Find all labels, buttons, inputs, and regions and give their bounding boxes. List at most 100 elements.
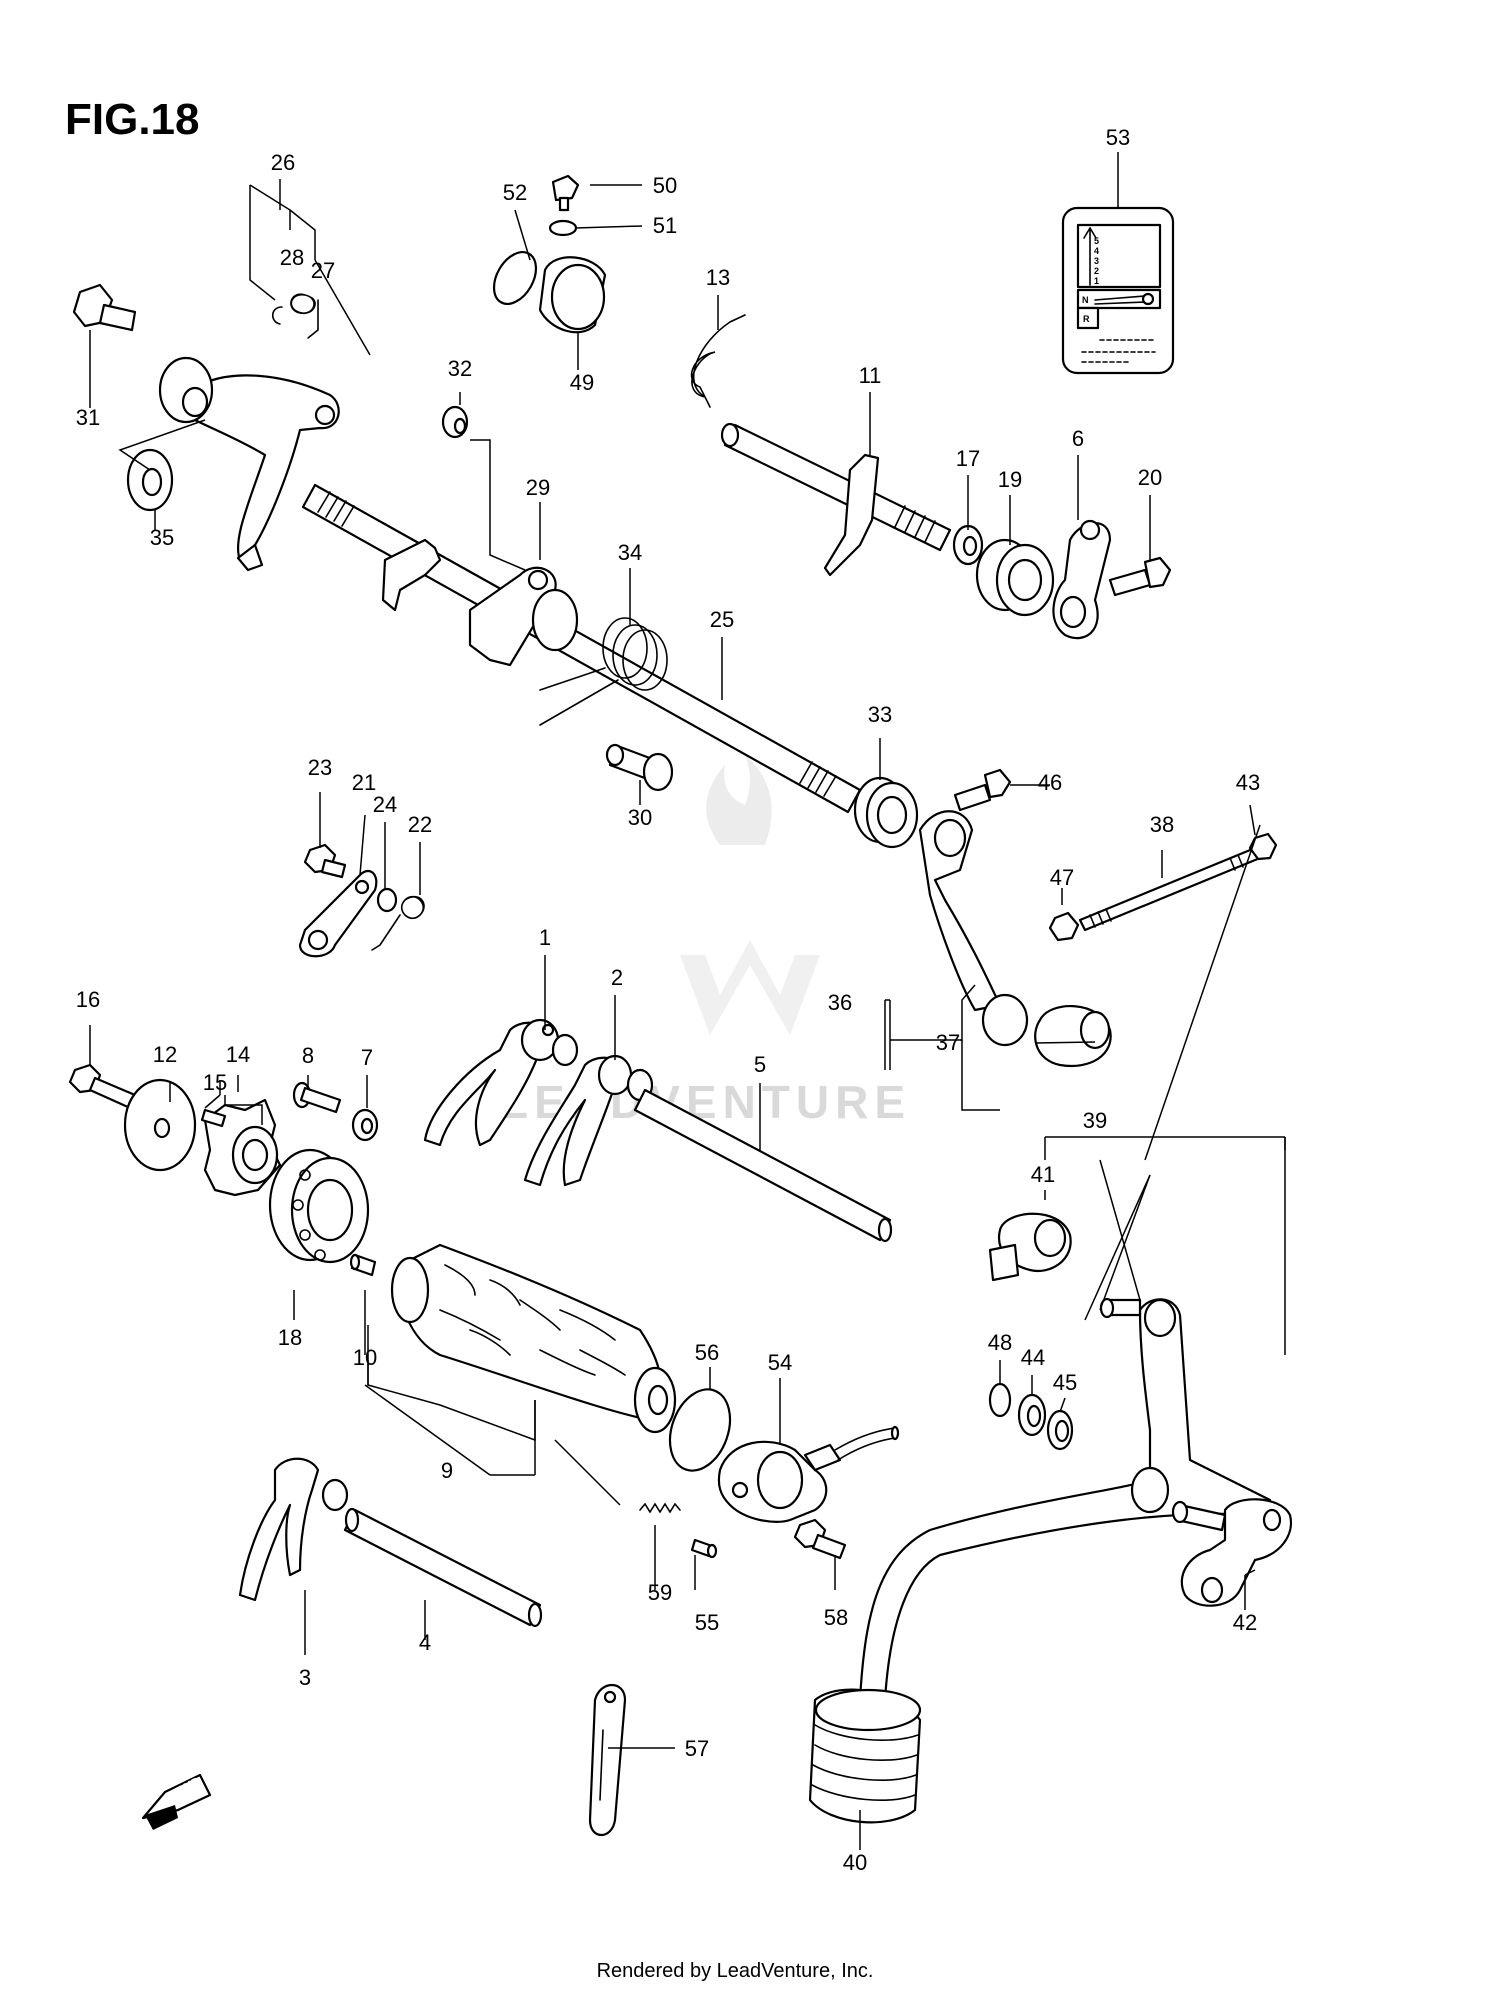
callout-53: 53 [1106, 125, 1130, 150]
fork-shaft-4 [343, 1507, 543, 1628]
bolt-58 [793, 1518, 847, 1560]
return-spring-34 [539, 617, 668, 726]
svg-text:2: 2 [1094, 266, 1099, 276]
callout-15: 15 [203, 1070, 227, 1095]
callout-25: 25 [710, 607, 734, 632]
bolt-46 [953, 768, 1012, 812]
svg-text:N: N [1082, 295, 1089, 305]
shift-fork-2 [523, 1054, 654, 1187]
callout-57: 57 [685, 1736, 709, 1761]
shift-arm-6 [1052, 519, 1112, 640]
seal-32 [441, 405, 469, 439]
plate-12 [123, 1078, 197, 1172]
callout-18: 18 [278, 1325, 302, 1350]
callout-1: 1 [539, 925, 551, 950]
leadventure-watermark-logo [680, 755, 820, 1035]
callout-34: 34 [618, 540, 642, 565]
callout-39: 39 [1083, 1108, 1107, 1133]
render-credit: Rendered by LeadVenture, Inc. [597, 1960, 874, 1982]
callout-numbers: 1 2 3 4 5 6 7 8 9 10 11 12 13 14 15 16 1… [76, 125, 1260, 1875]
pin-10 [349, 1253, 377, 1277]
callout-17: 17 [956, 446, 980, 471]
callout-44: 44 [1021, 1345, 1045, 1370]
bearing-18 [268, 1148, 370, 1264]
callout-52: 52 [503, 180, 527, 205]
washer-24 [376, 887, 398, 913]
callout-58: 58 [824, 1605, 848, 1630]
pivot-bolt-39 [1099, 1297, 1142, 1319]
o-ring-52 [492, 251, 538, 305]
spring-59 [639, 1502, 681, 1514]
callout-30: 30 [628, 805, 652, 830]
gearshift-shaft [301, 483, 862, 814]
spring-13 [690, 314, 746, 408]
callout-32: 32 [448, 356, 472, 381]
callout-43: 43 [1236, 770, 1260, 795]
callout-37: 37 [936, 1030, 960, 1055]
bolt-50 [551, 174, 580, 212]
callout-51: 51 [653, 213, 677, 238]
callout-12: 12 [153, 1042, 177, 1067]
callout-22: 22 [408, 812, 432, 837]
svg-text:4: 4 [1094, 246, 1099, 256]
bolt-23-shank [320, 858, 347, 879]
forward-direction-arrow: FWD [141, 1774, 212, 1830]
callout-40: 40 [843, 1850, 867, 1875]
callout-23: 23 [308, 755, 332, 780]
fork-shaft-5 [633, 1088, 893, 1243]
callout-27: 27 [311, 258, 335, 283]
callout-41: 41 [1031, 1162, 1055, 1187]
gear-position-switch-54 [717, 1425, 900, 1523]
callout-42: 42 [1233, 1610, 1257, 1635]
callout-29: 29 [526, 475, 550, 500]
bolt-20 [1108, 556, 1172, 597]
callout-48: 48 [988, 1330, 1012, 1355]
callout-47: 47 [1050, 865, 1074, 890]
callout-4: 4 [419, 1630, 431, 1655]
callout-13: 13 [706, 265, 730, 290]
spring-27 [290, 293, 319, 339]
gearshift-arm-lever [158, 356, 340, 572]
cable-guide-57 [588, 1684, 627, 1837]
callout-16: 16 [76, 987, 100, 1012]
callout-35: 35 [150, 525, 174, 550]
svg-text:1: 1 [1094, 276, 1099, 286]
callout-46: 46 [1038, 770, 1062, 795]
bolt-31 [72, 283, 137, 332]
footpeg-bracket-42 [1171, 1498, 1293, 1607]
tie-rod-38 [1078, 846, 1262, 932]
o-ring-56 [668, 1388, 732, 1472]
callout-3: 3 [299, 1665, 311, 1690]
callout-54: 54 [768, 1350, 792, 1375]
callout-24: 24 [373, 792, 397, 817]
callout-5: 5 [754, 1052, 766, 1077]
callout-31: 31 [76, 405, 100, 430]
bearing-19 [975, 538, 1055, 617]
indicator-plate-53: 5 4 3 2 1 N R [1061, 206, 1175, 375]
callout-56: 56 [695, 1340, 719, 1365]
clip-28 [271, 306, 283, 325]
washer-45 [1046, 1409, 1074, 1451]
circlip-48 [988, 1382, 1012, 1418]
callout-38: 38 [1150, 812, 1174, 837]
bolt-41 [988, 1212, 1072, 1282]
callout-36: 36 [828, 990, 852, 1015]
pin-15 [200, 1108, 227, 1128]
callout-20: 20 [1138, 465, 1162, 490]
callout-50: 50 [653, 173, 677, 198]
spring-22 [371, 895, 425, 951]
washer-44 [1017, 1393, 1047, 1437]
callout-14: 14 [226, 1042, 250, 1067]
shaft-11 [720, 422, 952, 577]
nut-43 [1248, 832, 1278, 861]
callout-28: 28 [280, 245, 304, 270]
callout-59: 59 [648, 1580, 672, 1605]
callout-2: 2 [611, 965, 623, 990]
washer-17 [952, 524, 984, 566]
pedal-rubber [808, 1688, 922, 1824]
stopper-bolt-30 [605, 743, 674, 792]
figure-title: FIG.18 [65, 95, 200, 144]
callout-33: 33 [868, 702, 892, 727]
